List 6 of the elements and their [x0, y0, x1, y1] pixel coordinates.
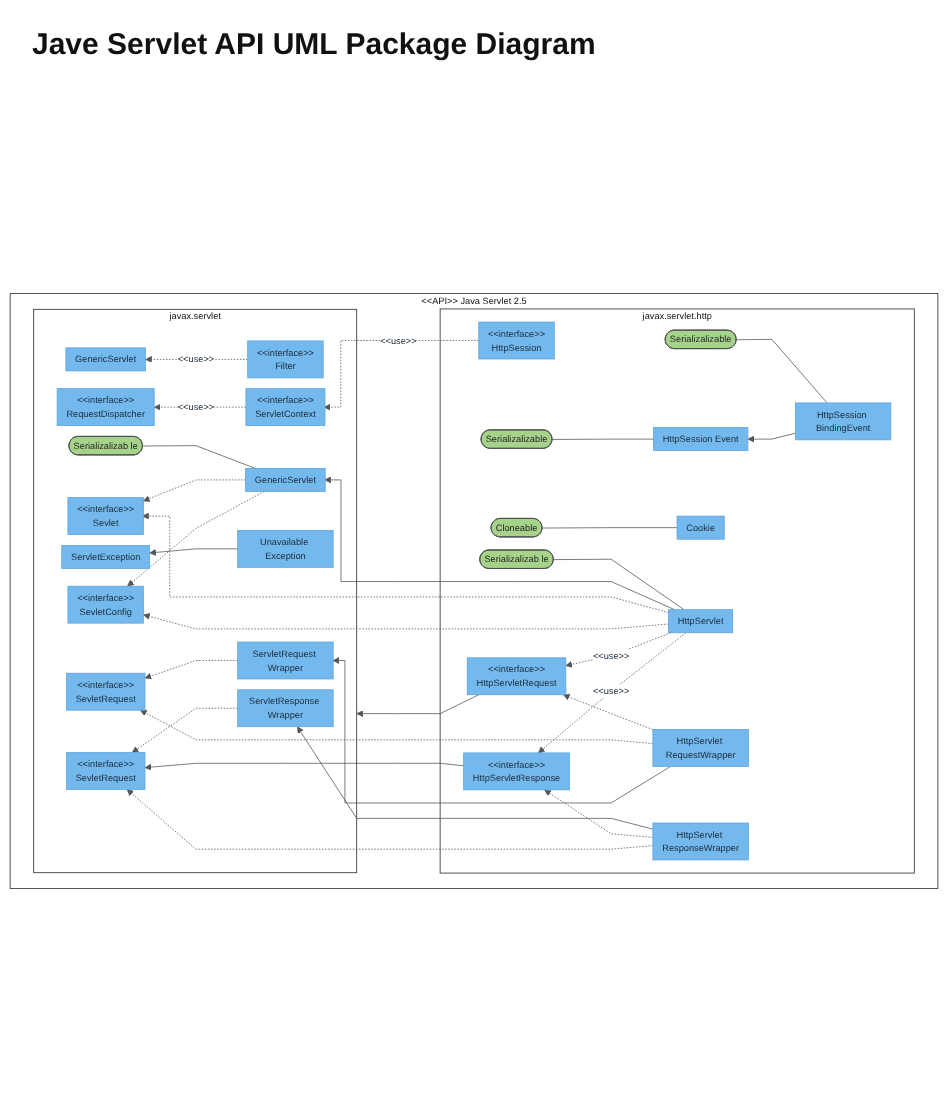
connector	[142, 445, 256, 469]
connector	[541, 527, 678, 529]
diagram-title: Jave Servlet API UML Package Diagram	[32, 28, 596, 62]
connector	[736, 339, 828, 404]
connector	[553, 558, 685, 611]
connector	[551, 438, 654, 440]
